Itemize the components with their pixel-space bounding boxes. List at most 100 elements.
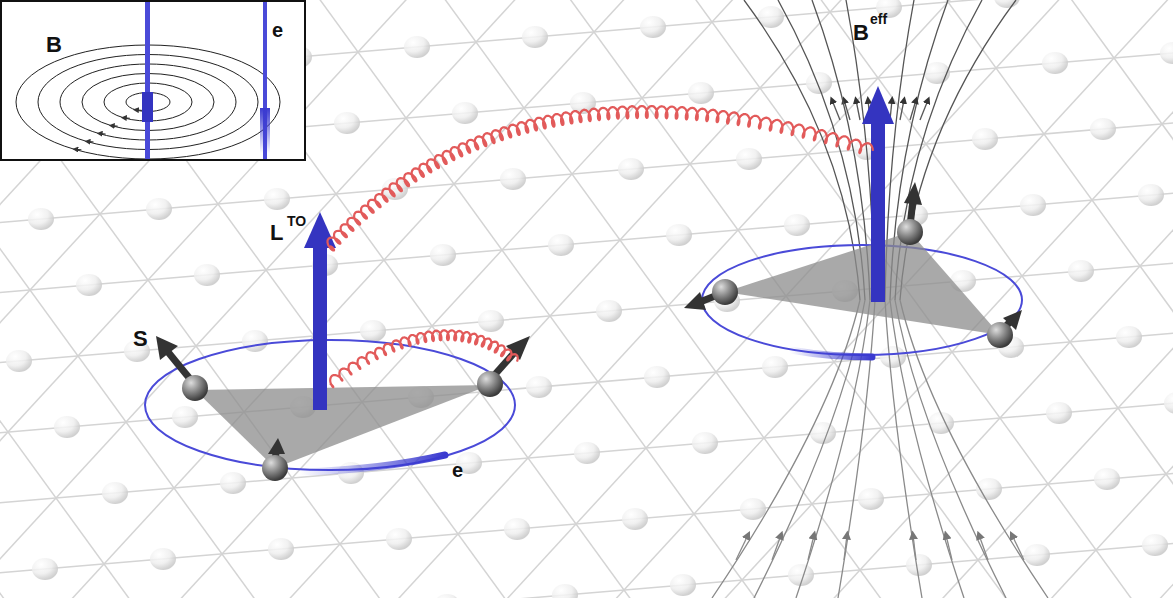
lattice-atom	[688, 82, 714, 104]
spin-arrow-head	[156, 336, 178, 360]
magnetic-atom	[987, 322, 1013, 348]
inset-electron-streak	[260, 108, 270, 153]
lattice-atom	[666, 224, 692, 246]
lattice-line	[0, 0, 400, 598]
lattice-atom	[1042, 52, 1068, 74]
lattice-atom	[622, 508, 648, 530]
lattice-atom	[268, 538, 294, 560]
spin-arrow-head	[684, 292, 706, 310]
field-arrow	[900, 100, 904, 120]
spin-triangle	[725, 232, 1000, 335]
field-arrow	[910, 100, 916, 120]
lattice-line	[1108, 0, 1173, 598]
inset-ring-arrow	[112, 125, 118, 127]
lattice-line	[0, 0, 1173, 226]
field-line	[895, 300, 1006, 598]
spin-label: S	[133, 328, 148, 350]
orbital-moment-head	[862, 86, 894, 124]
lattice-atom	[784, 214, 810, 236]
lattice-atom	[1116, 326, 1142, 348]
lattice-atom	[1020, 194, 1046, 216]
lattice-atom	[478, 310, 504, 332]
lattice-atom	[54, 416, 80, 438]
inset-ring-arrow	[88, 141, 94, 143]
lattice-atom	[618, 158, 644, 180]
lattice-atom	[1142, 534, 1168, 556]
lattice-atom	[806, 72, 832, 94]
lattice-atom	[692, 432, 718, 454]
lattice-atom	[6, 350, 32, 372]
lattice-atom	[264, 188, 290, 210]
magnetic-atom	[897, 219, 923, 245]
lattice-atom	[552, 584, 578, 598]
lattice-atom	[504, 518, 530, 540]
field-arrow	[920, 100, 928, 120]
lattice-line	[990, 0, 1173, 598]
lattice-atom	[1138, 184, 1164, 206]
lattice-atom	[1046, 402, 1072, 424]
lattice-atom	[548, 234, 574, 256]
lattice-line	[0, 0, 1108, 598]
inset-wire	[145, 2, 150, 159]
lattice-atom	[194, 264, 220, 286]
field-arrow	[979, 535, 988, 560]
inset-ring-arrow	[136, 109, 142, 111]
lattice-atom	[736, 148, 762, 170]
lattice-atom	[360, 320, 386, 342]
electron-label: e	[452, 460, 463, 480]
lattice-line	[722, 0, 1173, 598]
field-line	[900, 300, 1048, 598]
lattice-line	[486, 0, 1173, 598]
lattice-atom	[500, 168, 526, 190]
lattice-atom	[1090, 118, 1116, 140]
orbital-moment-head	[304, 212, 336, 248]
lattice-atom	[434, 594, 460, 598]
lattice-atom	[1094, 468, 1120, 490]
lattice-atom	[404, 36, 430, 58]
lattice-atom	[740, 498, 766, 520]
electron-streak	[790, 350, 872, 357]
field-arrow	[1012, 535, 1024, 560]
lattice-atom	[1024, 544, 1050, 566]
field-arrow	[946, 535, 952, 560]
lattice-atom	[146, 198, 172, 220]
lattice-atom	[972, 128, 998, 150]
lattice-line	[0, 0, 1076, 598]
electron-label: e	[272, 20, 283, 40]
lattice-line	[0, 0, 722, 598]
field-line	[838, 300, 875, 598]
lattice-line	[0, 0, 604, 598]
field-arrow	[772, 535, 781, 560]
left-toroidal-cluster	[145, 212, 530, 481]
lattice-atom	[172, 406, 198, 428]
inset-frame	[1, 1, 305, 160]
lattice-line	[250, 0, 1173, 598]
lattice-atom	[452, 102, 478, 124]
lattice-atom	[28, 208, 54, 230]
inset-current	[142, 92, 153, 122]
lattice-line	[636, 0, 1173, 598]
magnetic-atom	[182, 375, 208, 401]
inset-panel	[1, 1, 305, 160]
lattice-line	[518, 0, 1173, 598]
lattice-atom	[522, 26, 548, 48]
field-arrow	[913, 535, 916, 560]
lattice-atom	[1068, 260, 1094, 282]
toroidal-moment-label: L	[270, 222, 283, 244]
lattice-atom	[1160, 42, 1173, 64]
field-arrow	[844, 535, 847, 560]
